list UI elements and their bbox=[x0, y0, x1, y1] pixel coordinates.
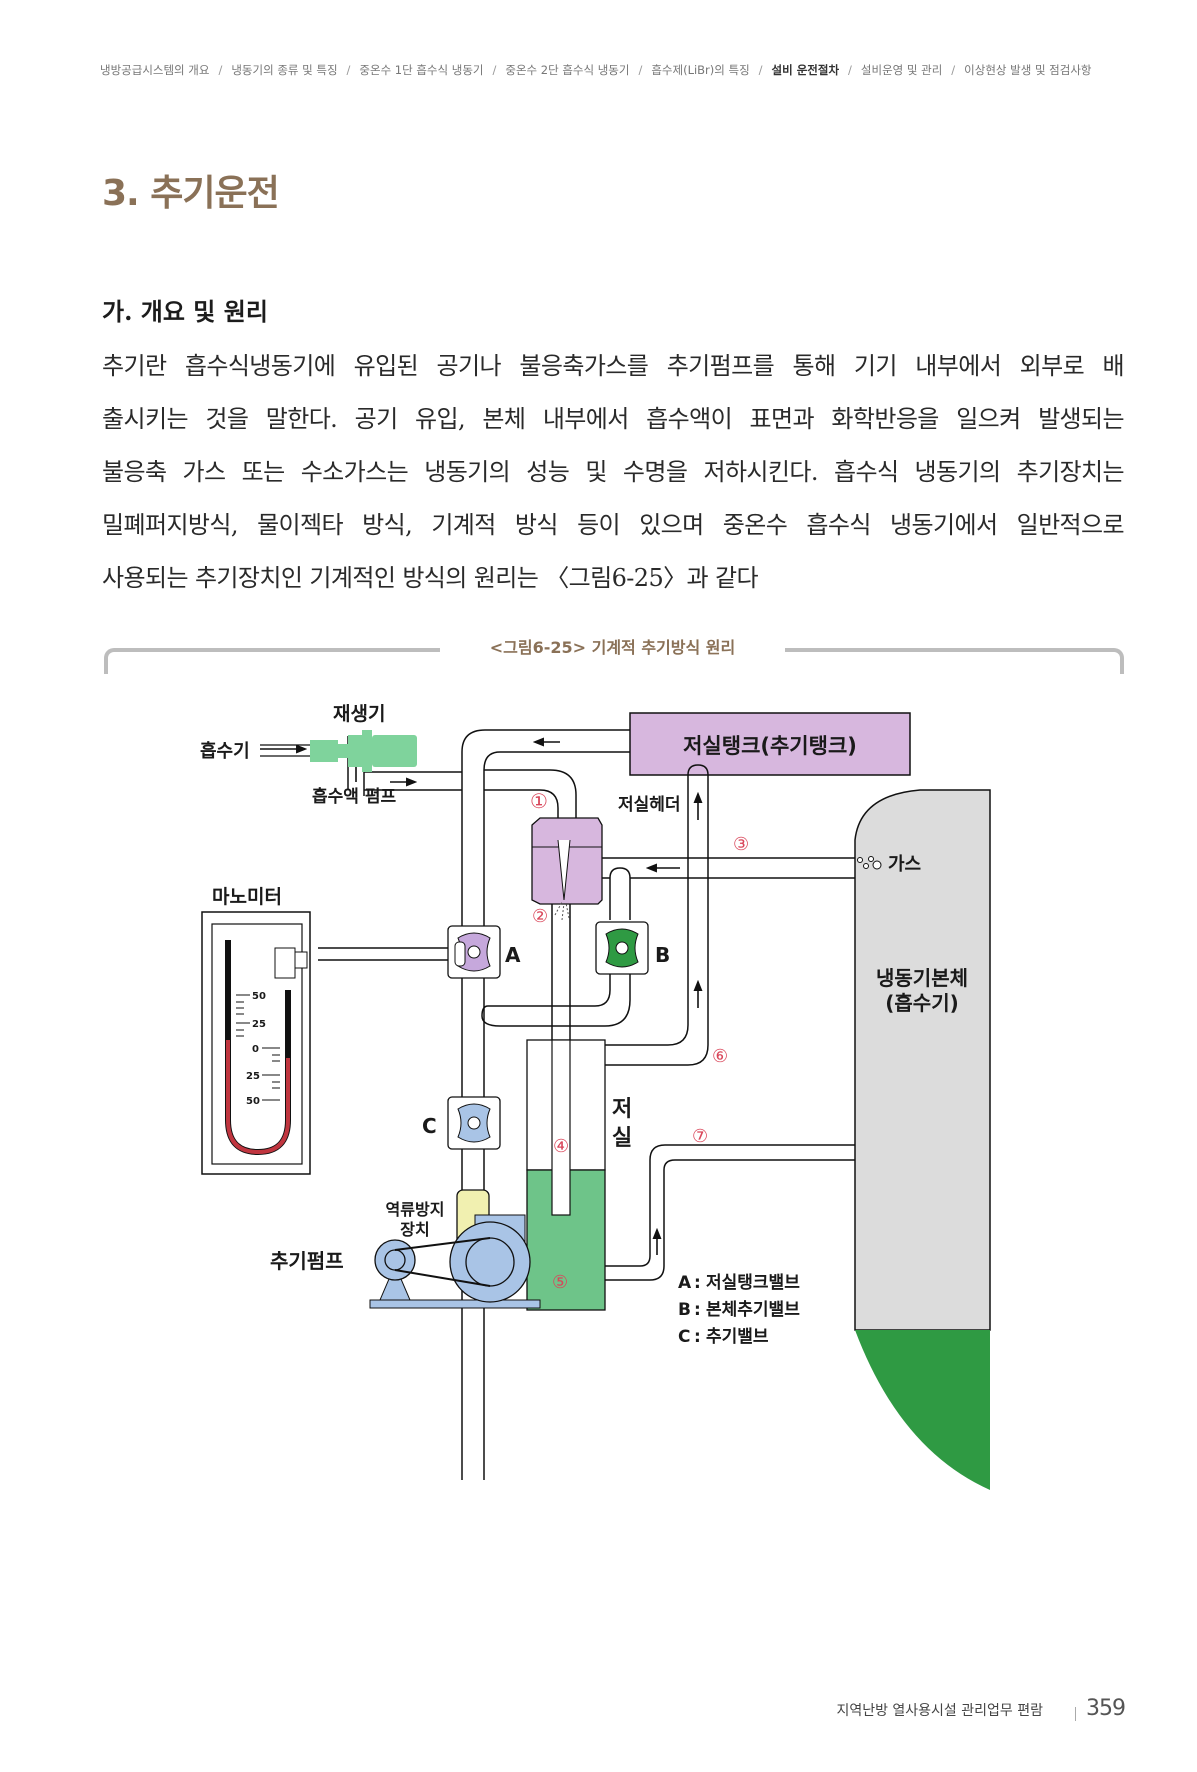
check-device-sublabel: 장치 bbox=[400, 1220, 429, 1239]
purge-pump-label: 추기펌프 bbox=[270, 1249, 344, 1273]
breadcrumb-separator: / bbox=[218, 63, 223, 77]
breadcrumb-item[interactable]: 설비운영 및 관리 bbox=[860, 63, 943, 77]
valve-c bbox=[447, 1096, 501, 1150]
storage-label: 저 bbox=[612, 1097, 632, 1122]
sub-heading: 가. 개요 및 원리 bbox=[102, 297, 268, 326]
step-marker-6: ⑥ bbox=[712, 1046, 728, 1067]
chiller-body bbox=[854, 789, 991, 1490]
purge-pump bbox=[369, 1214, 541, 1309]
breadcrumb-item[interactable]: 이상현상 발생 및 점검사항 bbox=[964, 63, 1092, 77]
step-marker-1: ① bbox=[530, 789, 548, 813]
chiller-body-label: 냉동기본체 bbox=[876, 966, 968, 990]
regenerator-label: 재생기 bbox=[333, 703, 385, 725]
step-marker-7: ⑦ bbox=[692, 1126, 708, 1147]
manometer-tick: 25 bbox=[252, 1019, 266, 1030]
valve-c-label: C bbox=[422, 1114, 437, 1138]
purge-header bbox=[531, 817, 603, 921]
solution-pump bbox=[260, 730, 417, 772]
absorber-inlet-label: 흡수기 bbox=[200, 740, 250, 762]
body-line: 출시키는 것을 말한다. 공기 유입, 본체 내부에서 흡수액이 표면과 화학반… bbox=[102, 405, 1125, 433]
body-line: 추기란 흡수식냉동기에 유입된 공기나 불응축가스를 추기펌프를 통해 기기 내… bbox=[102, 352, 1125, 380]
legend-key: C bbox=[678, 1327, 690, 1347]
body-line: 불응축 가스 또는 수소가스는 냉동기의 성능 및 수명을 저하시킨다. 흡수식… bbox=[102, 458, 1125, 486]
storage-label: 실 bbox=[612, 1126, 632, 1151]
manometer-label: 마노미터 bbox=[212, 886, 282, 908]
manometer-tick: 0 bbox=[252, 1044, 259, 1055]
manometer bbox=[201, 911, 466, 1175]
step-marker-4: ④ bbox=[553, 1136, 569, 1157]
body-line: 밀폐퍼지방식, 물이젝타 방식, 기계적 방식 등이 있으며 중온수 흡수식 냉… bbox=[102, 511, 1125, 539]
valve-a-label: A bbox=[505, 943, 521, 967]
manometer-tick: 50 bbox=[246, 1096, 260, 1107]
breadcrumb-item[interactable]: 냉동기의 종류 및 특징 bbox=[231, 63, 338, 77]
purge-system-diagram: 냉동기본체 (흡수기) 저실탱크(추기탱크) bbox=[200, 690, 1050, 1530]
breadcrumb-item[interactable]: 흡수제(LiBr)의 특징 bbox=[651, 63, 750, 77]
breadcrumb-separator: / bbox=[951, 63, 956, 77]
section-title: 3. 추기운전 bbox=[102, 173, 280, 214]
chiller-body-sublabel: (흡수기) bbox=[885, 991, 958, 1015]
footer-divider bbox=[1075, 1707, 1076, 1721]
purge-tank bbox=[629, 712, 911, 776]
legend-text: 저실탱크밸브 bbox=[706, 1273, 800, 1293]
figure-caption: <그림6-25> 기계적 추기방식 원리 bbox=[440, 632, 785, 660]
gas-label: 가스 bbox=[888, 854, 921, 875]
body-line: 사용되는 추기장치인 기계적인 방식의 원리는 〈그림6-25〉과 같다 bbox=[102, 564, 759, 592]
breadcrumb-item[interactable]: 중온수 1단 흡수식 냉동기 bbox=[359, 63, 484, 77]
step-marker-5: ⑤ bbox=[552, 1272, 568, 1293]
legend-text: 추기밸브 bbox=[706, 1327, 769, 1347]
breadcrumb-item[interactable]: 설비 운전절차 bbox=[771, 63, 840, 77]
book-title: 지역난방 열사용시설 관리업무 편람 bbox=[836, 1703, 1043, 1719]
manometer-tick: 25 bbox=[246, 1071, 260, 1082]
breadcrumb-separator: / bbox=[492, 63, 497, 77]
body-paragraph: 추기란 흡수식냉동기에 유입된 공기나 불응축가스를 추기펌프를 통해 기기 내… bbox=[102, 340, 1125, 605]
purge-header-label: 저실헤더 bbox=[618, 795, 681, 815]
check-device-label: 역류방지 bbox=[386, 1200, 445, 1219]
page-footer: 지역난방 열사용시설 관리업무 편람 359 bbox=[836, 1696, 1126, 1721]
legend-text: 본체추기밸브 bbox=[706, 1300, 800, 1320]
breadcrumb-separator: / bbox=[848, 63, 852, 77]
valve-b bbox=[595, 921, 649, 975]
gas-bubbles-icon bbox=[857, 856, 882, 870]
purge-tank-label: 저실탱크(추기탱크) bbox=[683, 734, 857, 758]
breadcrumb: 냉방공급시스템의 개요 / 냉동기의 종류 및 특징 / 중온수 1단 흡수식 냉동기 /… bbox=[100, 62, 1130, 78]
manometer-tick: 50 bbox=[252, 991, 266, 1002]
breadcrumb-separator: / bbox=[638, 63, 643, 77]
breadcrumb-item[interactable]: 냉방공급시스템의 개요 bbox=[100, 63, 210, 77]
legend-colon: : bbox=[694, 1327, 701, 1347]
step-marker-3: ③ bbox=[733, 834, 749, 855]
breadcrumb-separator: / bbox=[346, 63, 351, 77]
valve-b-label: B bbox=[655, 943, 670, 967]
solution-pump-label: 흡수액 펌프 bbox=[312, 786, 396, 807]
legend-colon: : bbox=[694, 1273, 701, 1293]
step-marker-2: ② bbox=[532, 906, 548, 927]
legend-key: B bbox=[678, 1300, 691, 1320]
legend-key: A bbox=[678, 1273, 692, 1293]
flow-arrows bbox=[260, 737, 703, 1255]
breadcrumb-item[interactable]: 중온수 2단 흡수식 냉동기 bbox=[505, 63, 630, 77]
legend-colon: : bbox=[694, 1300, 701, 1320]
valve-legend: A : 저실탱크밸브 B : 본체추기밸브 C : 추기밸브 bbox=[678, 1273, 800, 1347]
breadcrumb-separator: / bbox=[758, 63, 763, 77]
storage-vessel bbox=[526, 1039, 606, 1311]
page-number: 359 bbox=[1086, 1696, 1126, 1721]
